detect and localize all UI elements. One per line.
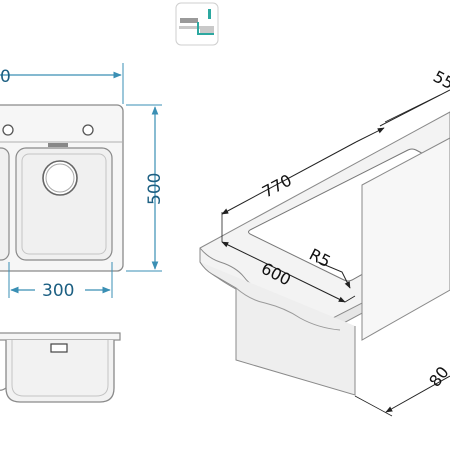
overall-length-label: 770: [259, 170, 295, 201]
top-right-partial-label: 55: [430, 67, 450, 93]
overflow-slot: [50, 343, 68, 353]
perspective-view-drawing: 770 55 600 R5 80: [199, 67, 450, 417]
inset-mount-icon: [175, 2, 219, 46]
overall-length-dimension-line: [221, 141, 357, 215]
top-view-drawing: 0 500 300: [0, 63, 165, 301]
depth-dimension-line: [385, 375, 450, 413]
bowl-width-dimension-label: 300: [42, 281, 74, 301]
depth-partial-label: 80: [425, 363, 450, 391]
top-width-partial-label: 0: [0, 67, 11, 87]
front-section-drawing: [0, 332, 121, 403]
main-bowl-outline: [15, 147, 113, 261]
drain-icon: [42, 160, 78, 196]
tap-hole: [82, 124, 94, 136]
tap-hole: [2, 124, 14, 136]
front-section-bowl-outline: [5, 340, 115, 403]
cutout-length-dimension-line: [221, 241, 346, 303]
height-dimension-label: 500: [145, 173, 165, 205]
side-bowl-outline: [0, 147, 10, 261]
